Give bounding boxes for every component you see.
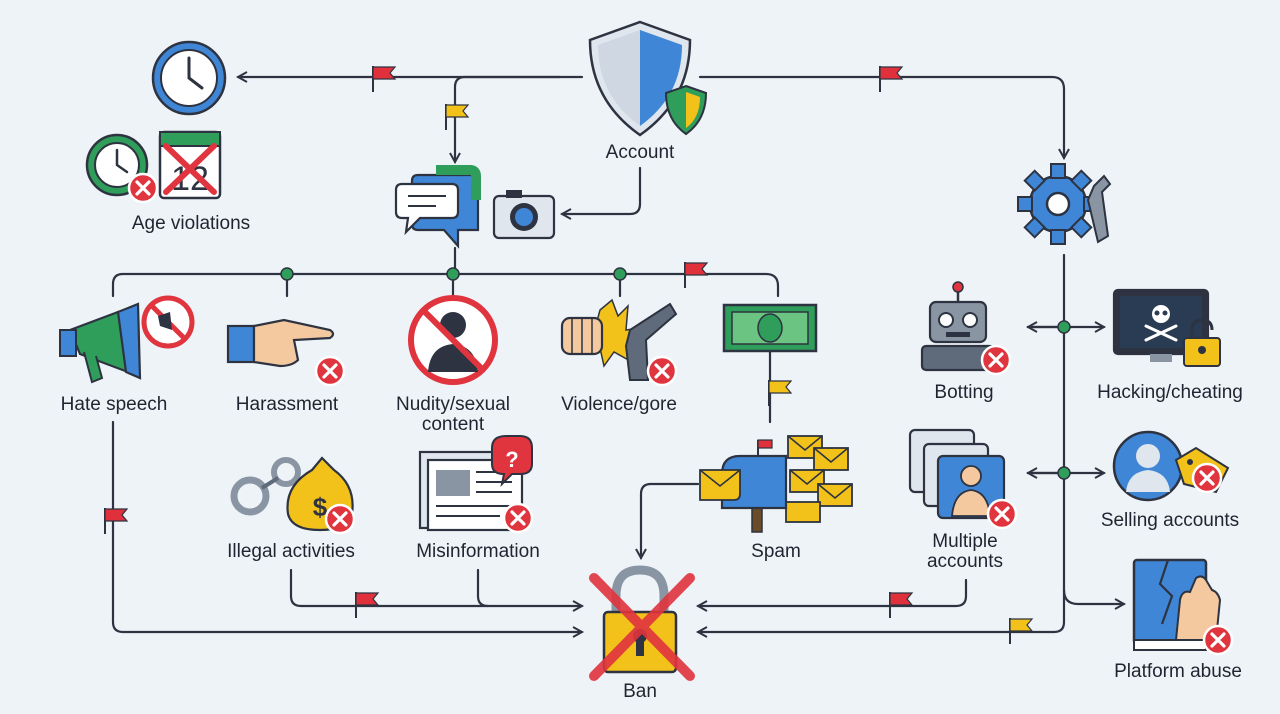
connector-account-to-camera [562,166,642,214]
node-label-nudity: Nudity/sexual content [395,394,511,435]
node-label-misinfo: Misinformation [416,541,540,562]
node-label-hate: Hate speech [60,394,168,415]
fist-gun-icon [560,298,678,387]
node-label-hacking: Hacking/cheating [1097,382,1243,403]
gear-wrench-icon [1017,163,1112,245]
robot-icon [920,281,1012,376]
node-label-harassment: Harassment [235,394,339,415]
profiles-icon [908,428,1018,530]
junction-dots [280,267,1071,480]
chat-camera-icon [394,165,556,249]
node-label-ban: Ban [623,681,657,702]
flag-icon [1009,617,1033,645]
connector-settings-to-abuse [1062,588,1124,604]
node-label-selling: Selling accounts [1100,510,1240,531]
node-label-multiple: Multiple accounts [926,531,1004,572]
connector-hate-to-ban [111,420,582,632]
connector-settings-to-ban [698,253,1066,632]
node-label-spam: Spam [751,541,801,562]
connector-account-to-content [455,75,562,162]
flag-icon [889,591,913,619]
account-tag-icon [1112,430,1230,502]
handcuffs-moneybag-icon: $ [230,456,356,535]
connector-account-to-settings [698,75,1064,158]
prohibited-person-icon [408,295,498,385]
node-label-account: Account [605,142,675,163]
node-label-botting: Botting [934,382,994,403]
node-label-violence: Violence/gore [561,394,677,415]
connectors [111,75,1124,632]
node-label-illegal: Illegal activities [227,541,355,562]
pointing-hand-icon [226,318,346,387]
connector-spam-to-ban [641,482,700,558]
shield-icon [588,20,708,137]
mailbox-icon [699,435,853,533]
connector-illegal-to-ban [289,568,582,606]
skull-monitor-icon [1112,288,1221,367]
svg-text:?: ? [505,447,518,472]
flag-icon [355,591,379,619]
connector-misinfo-to-ban [476,568,490,608]
lock-x-icon [589,565,695,681]
money-icon [722,303,818,353]
newspaper-icon: ? [418,435,534,534]
megaphone-icon [59,295,195,384]
flag-icon [768,379,792,407]
flag-icon [879,65,903,93]
flag-icon [104,507,128,535]
connector-category-bus [111,272,780,298]
connector-multiple-to-ban [698,578,968,606]
node-label-age: Age violations [131,213,251,234]
node-label-abuse: Platform abuse [1114,661,1242,682]
svg-text:$: $ [313,492,328,522]
flag-icon [372,65,396,93]
flag-icon [684,261,708,289]
flag-icon [445,103,469,131]
broken-book-icon [1132,558,1234,656]
clock-calendar-icon: 12 [85,40,227,204]
